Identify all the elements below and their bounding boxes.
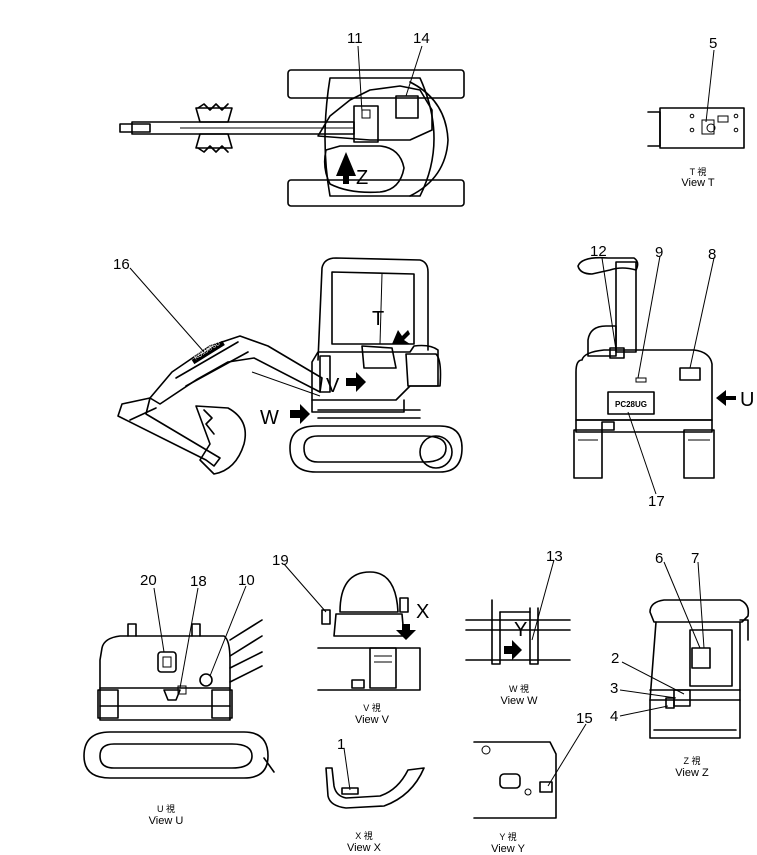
callout-7: 7 [691, 550, 699, 567]
caption-u-kanji: U 視 [157, 803, 175, 814]
caption-x-kanji: X 視 [355, 830, 373, 841]
view-y-detail [473, 741, 557, 819]
rear-view-excavator [573, 256, 736, 479]
caption-t-english: View T [681, 177, 715, 189]
view-letter-v: V [326, 375, 340, 397]
callout-10: 10 [238, 572, 255, 589]
callout-11: 11 [347, 30, 363, 47]
view-t-panel-detail [647, 107, 745, 149]
callout-5: 5 [709, 35, 717, 52]
callout-19: 19 [272, 552, 289, 569]
view-z-detail [649, 599, 750, 739]
view-captions: T 視 View T U 視 View U V 視 View V W 視 Vie… [149, 166, 715, 855]
model-plate-text: PC28UG [615, 400, 647, 409]
callout-14: 14 [413, 30, 430, 47]
view-letters: Z T V W U X Y [260, 167, 754, 641]
view-w-detail [465, 599, 571, 665]
side-view-excavator [117, 257, 463, 475]
view-u-detail [83, 619, 275, 779]
caption-v-kanji: V 視 [363, 702, 381, 713]
view-v-detail [317, 571, 421, 691]
caption-y-kanji: Y 視 [499, 831, 516, 842]
view-letter-z: Z [356, 167, 368, 189]
callout-13: 13 [546, 548, 563, 565]
callout-2: 2 [611, 650, 619, 667]
caption-u-english: View U [149, 815, 184, 827]
caption-w-english: View W [500, 695, 538, 707]
caption-z-kanji: Z 視 [684, 755, 701, 766]
caption-t-kanji: T 視 [690, 166, 707, 177]
caption-z-english: View Z [675, 767, 709, 779]
callout-18: 18 [190, 573, 207, 590]
callout-4: 4 [610, 708, 618, 725]
top-view-excavator [119, 69, 465, 207]
caption-x-english: View X [347, 842, 382, 854]
callout-numbers: 1 2 3 4 5 6 7 8 9 10 11 12 13 14 15 16 1… [113, 30, 717, 753]
leader-lines [129, 45, 715, 791]
view-letter-t: T [372, 308, 384, 330]
callout-12: 12 [590, 243, 607, 260]
view-letter-w: W [260, 407, 279, 429]
view-letter-y: Y [514, 619, 527, 641]
callout-17: 17 [648, 493, 665, 510]
callout-15: 15 [576, 710, 593, 727]
caption-w-kanji: W 視 [509, 683, 529, 694]
callout-1: 1 [337, 736, 345, 753]
callout-8: 8 [708, 246, 716, 263]
callout-6: 6 [655, 550, 663, 567]
boom-logo-text: KOMATSU [193, 341, 221, 362]
callout-16: 16 [113, 256, 130, 273]
caption-y-english: View Y [491, 843, 526, 855]
callout-9: 9 [655, 244, 663, 261]
callout-3: 3 [610, 680, 618, 697]
view-letter-x: X [416, 601, 429, 623]
view-x-detail [325, 767, 425, 809]
view-letter-u: U [740, 389, 754, 411]
callout-20: 20 [140, 572, 157, 589]
caption-v-english: View V [355, 714, 390, 726]
